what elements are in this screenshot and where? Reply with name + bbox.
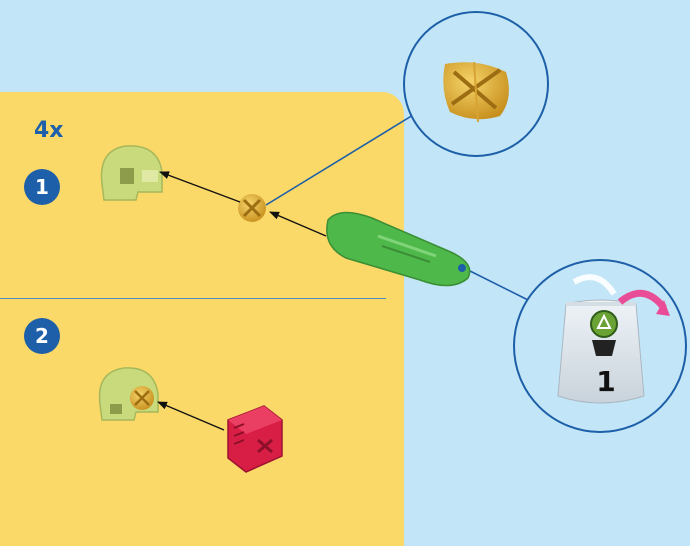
step-number-1: 1 xyxy=(24,169,60,205)
parts-bag-icon xyxy=(557,274,670,404)
red-x-block-icon xyxy=(227,405,283,473)
step-panel xyxy=(0,92,404,546)
step-number-2: 2 xyxy=(24,318,60,354)
yellow-x-connector-icon-step1 xyxy=(238,194,266,222)
lime-hub-icon-step1 xyxy=(100,145,163,201)
lime-hub-icon-step2 xyxy=(98,367,159,421)
zoom-callout-connector xyxy=(265,11,549,206)
green-separator-tool-icon xyxy=(326,211,471,287)
yellow-x-connector-zoom-icon xyxy=(443,61,509,123)
step-divider xyxy=(0,298,386,299)
bag-number-label: 1 xyxy=(596,365,616,398)
quantity-label: 4x xyxy=(34,118,64,143)
parts-bag-callout xyxy=(461,259,687,433)
